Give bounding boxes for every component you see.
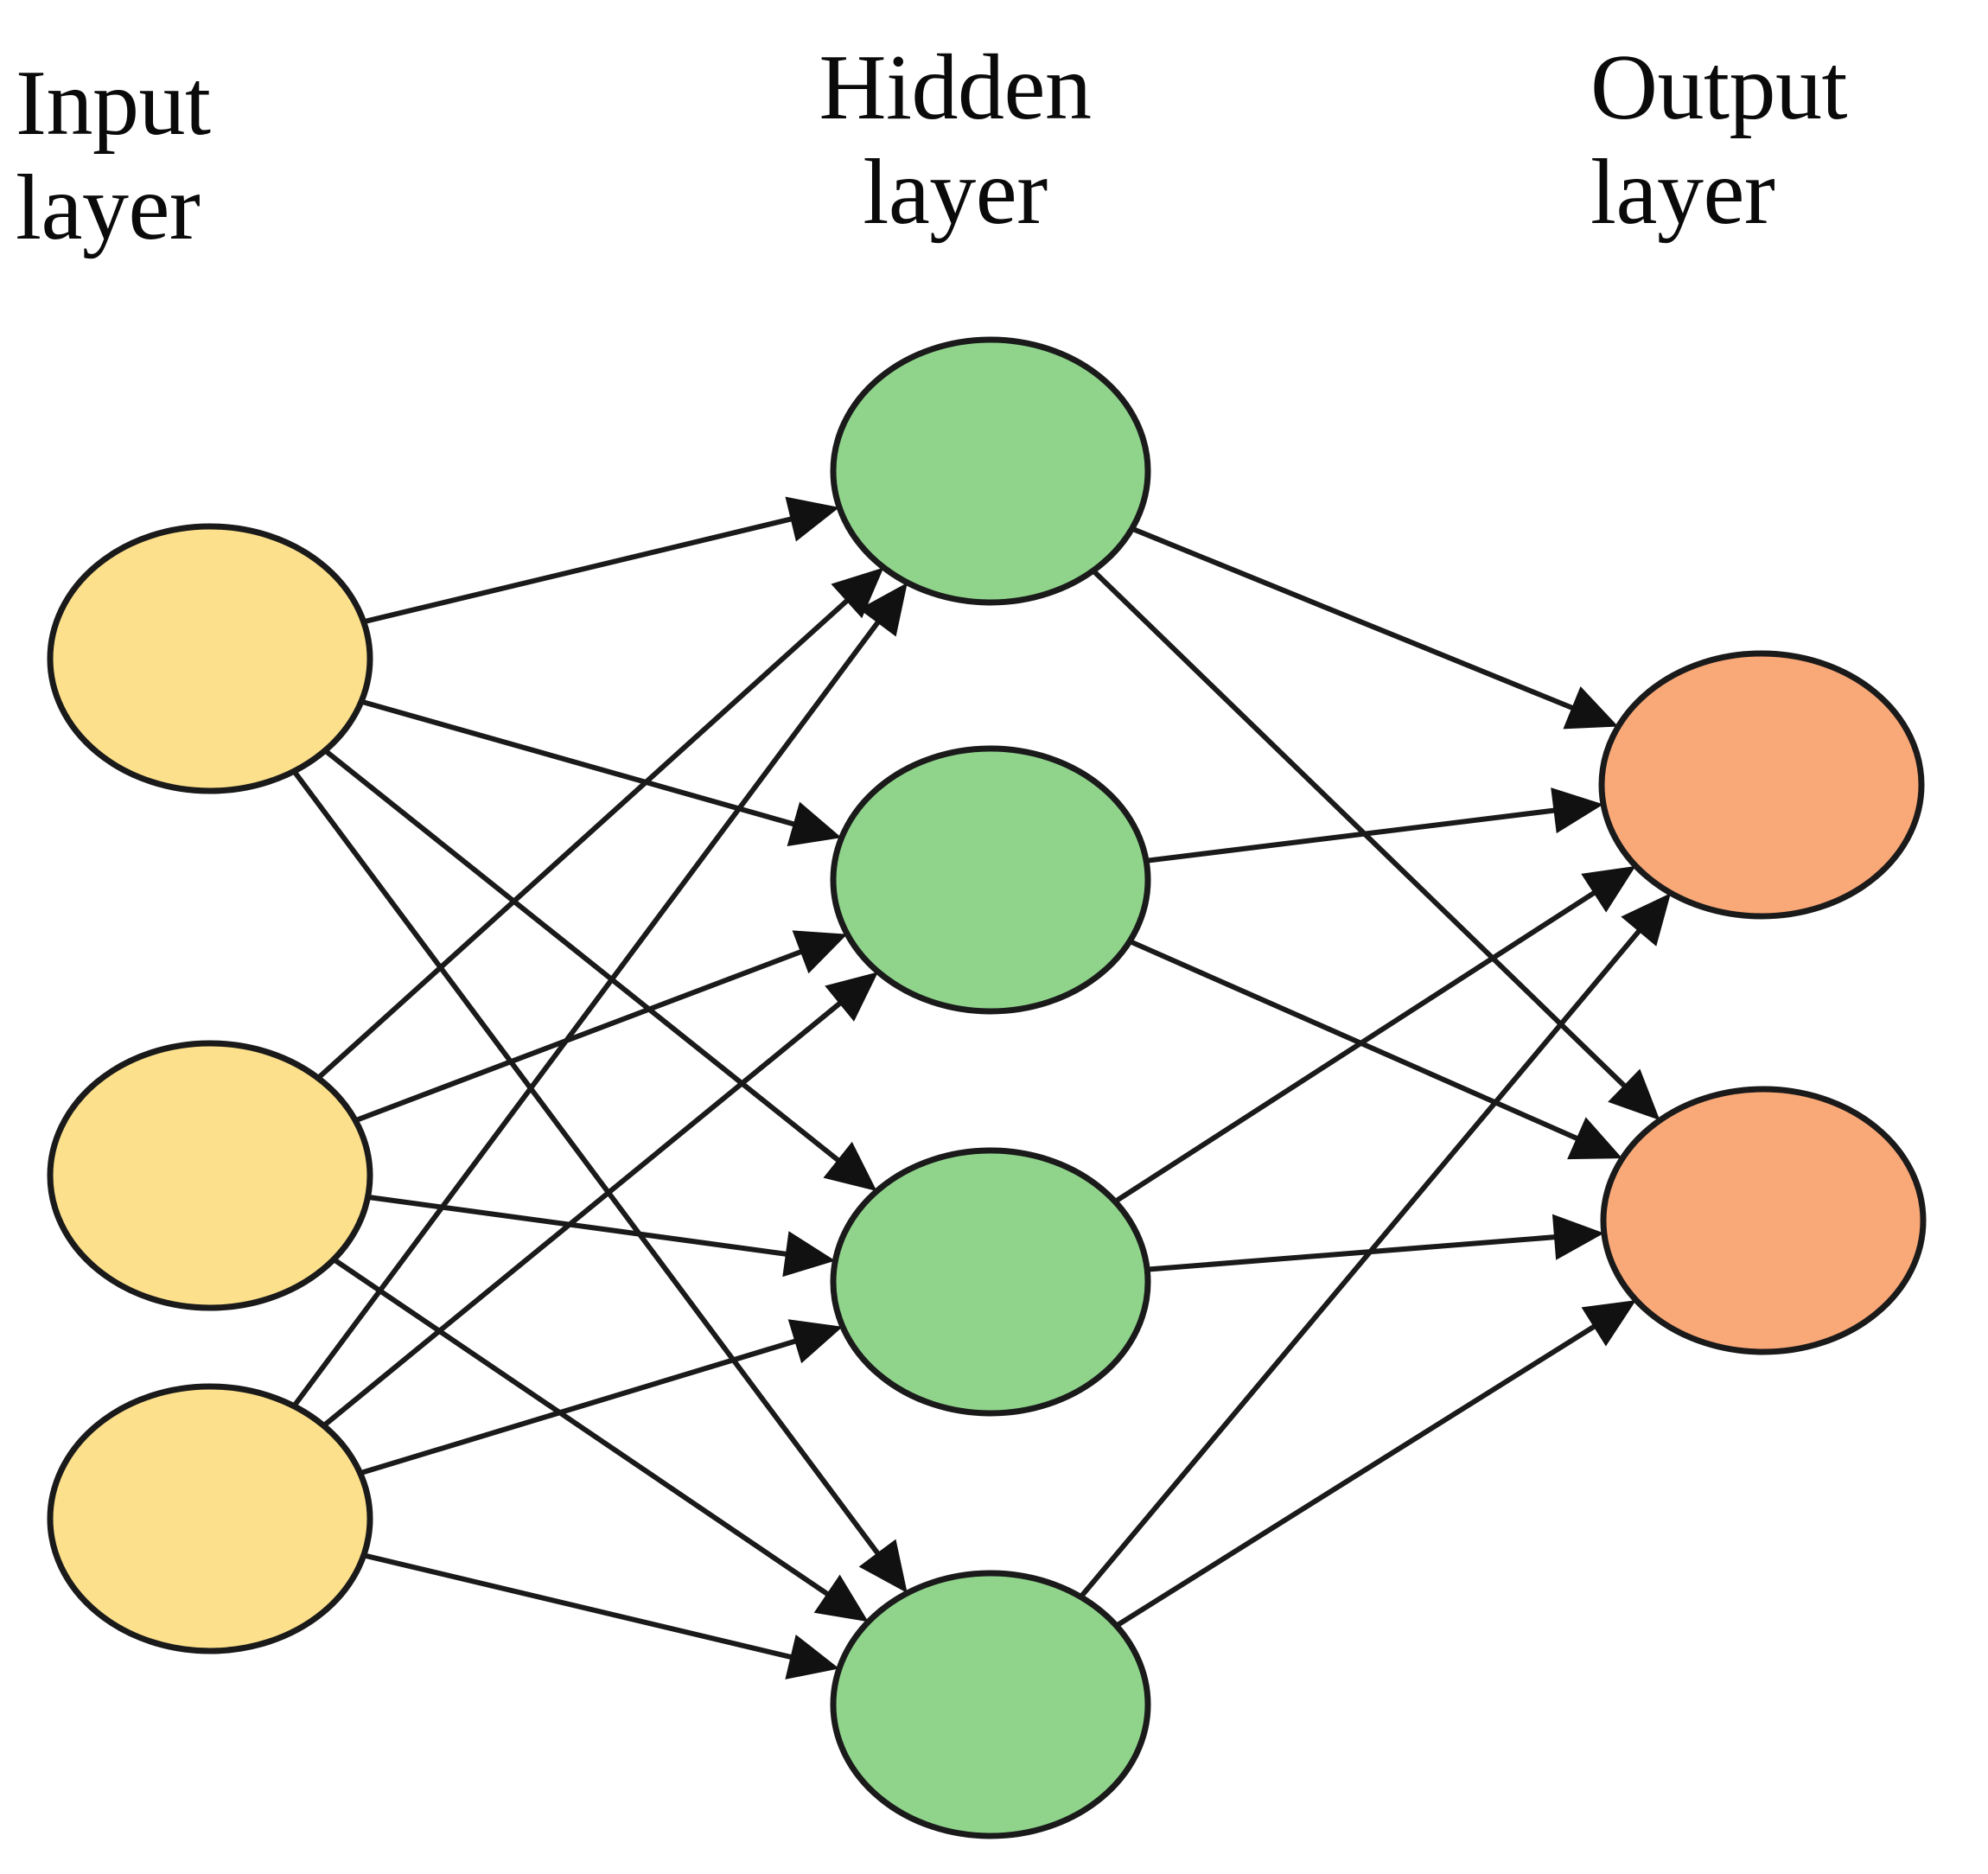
edge-arrowhead <box>858 1539 908 1594</box>
edge-line <box>1146 1233 1564 1272</box>
edge-arrowhead <box>823 1141 877 1191</box>
output-node-1[interactable] <box>1598 650 1925 920</box>
edge-arrowhead <box>1552 1214 1604 1260</box>
connection-input-node-2-to-hidden-node-1 <box>315 567 884 1080</box>
connection-input-node-1-to-hidden-node-2 <box>360 698 842 846</box>
connection-input-node-2-to-hidden-node-3 <box>367 1194 836 1278</box>
edge-arrowhead <box>825 972 879 1022</box>
edge-line <box>1079 922 1647 1599</box>
connection-input-node-3-to-hidden-node-3 <box>359 1319 843 1476</box>
connection-hidden-node-2-to-output-node-2 <box>1128 939 1622 1160</box>
edge-line <box>332 1257 836 1602</box>
hidden-node-1[interactable] <box>830 336 1151 606</box>
edge-line <box>322 996 849 1428</box>
edge-arrowhead <box>1551 787 1604 834</box>
edge-line <box>1128 939 1586 1144</box>
connection-hidden-node-1-to-output-node-1 <box>1131 526 1619 730</box>
connection-hidden-node-2-to-output-node-1 <box>1145 787 1604 864</box>
hidden-node-2[interactable] <box>830 745 1151 1015</box>
connection-hidden-node-4-to-output-node-1 <box>1079 893 1672 1599</box>
output-node-2[interactable] <box>1600 1086 1927 1355</box>
output-layer-label: Output layer <box>1590 36 1848 244</box>
edge-arrowhead <box>787 801 842 846</box>
edge-arrowhead <box>1621 893 1672 947</box>
input-node-2[interactable] <box>47 1040 373 1311</box>
connection-input-node-3-to-hidden-node-1 <box>291 583 908 1408</box>
connection-input-node-3-to-hidden-node-4 <box>363 1552 839 1680</box>
edges-group <box>291 496 1672 1680</box>
connection-hidden-node-1-to-output-node-2 <box>1091 569 1660 1121</box>
edge-line <box>323 748 847 1168</box>
edge-line <box>362 514 800 625</box>
edge-line <box>367 1194 795 1259</box>
edge-line <box>1145 806 1564 864</box>
edge-arrowhead <box>782 1231 836 1278</box>
connection-input-node-1-to-hidden-node-3 <box>323 748 877 1191</box>
edge-arrowhead <box>1563 685 1619 730</box>
edge-arrowhead <box>787 1319 843 1364</box>
connection-hidden-node-3-to-output-node-1 <box>1113 865 1636 1204</box>
edge-line <box>315 593 856 1080</box>
edge-line <box>359 1335 805 1476</box>
edge-arrowhead <box>1608 1068 1660 1121</box>
edge-arrowhead <box>785 1634 839 1680</box>
edge-arrowhead <box>858 583 908 637</box>
edge-line <box>1115 1319 1603 1629</box>
edge-line <box>360 698 803 830</box>
nodes-group <box>47 336 1927 1839</box>
edge-arrowhead <box>1567 1117 1622 1160</box>
connection-input-node-1-to-hidden-node-4 <box>291 769 908 1594</box>
edge-line <box>1131 526 1582 714</box>
edge-line <box>354 946 810 1124</box>
connection-input-node-3-to-hidden-node-2 <box>322 972 879 1428</box>
edge-line <box>1091 569 1633 1094</box>
edge-line <box>363 1552 800 1662</box>
hidden-node-3[interactable] <box>830 1147 1151 1417</box>
edge-arrowhead <box>785 496 840 542</box>
input-node-3[interactable] <box>47 1383 373 1654</box>
edge-arrowhead <box>1581 1300 1636 1347</box>
connection-input-node-2-to-hidden-node-2 <box>354 930 848 1124</box>
connection-input-node-2-to-hidden-node-4 <box>332 1257 869 1622</box>
edge-line <box>1113 886 1603 1204</box>
connection-hidden-node-4-to-output-node-2 <box>1115 1300 1636 1629</box>
edge-arrowhead <box>831 567 884 619</box>
connection-hidden-node-3-to-output-node-2 <box>1146 1214 1604 1272</box>
edge-arrowhead <box>792 930 848 974</box>
hidden-layer-label: Hidden layer <box>819 36 1092 244</box>
connection-input-node-1-to-hidden-node-1 <box>362 496 840 625</box>
edge-arrowhead <box>1581 865 1636 913</box>
edge-arrowhead <box>813 1574 869 1622</box>
edge-line <box>291 614 885 1408</box>
input-node-1[interactable] <box>47 523 373 794</box>
hidden-node-4[interactable] <box>830 1570 1151 1839</box>
edge-line <box>291 769 885 1562</box>
input-layer-label: Input layer <box>16 52 211 259</box>
